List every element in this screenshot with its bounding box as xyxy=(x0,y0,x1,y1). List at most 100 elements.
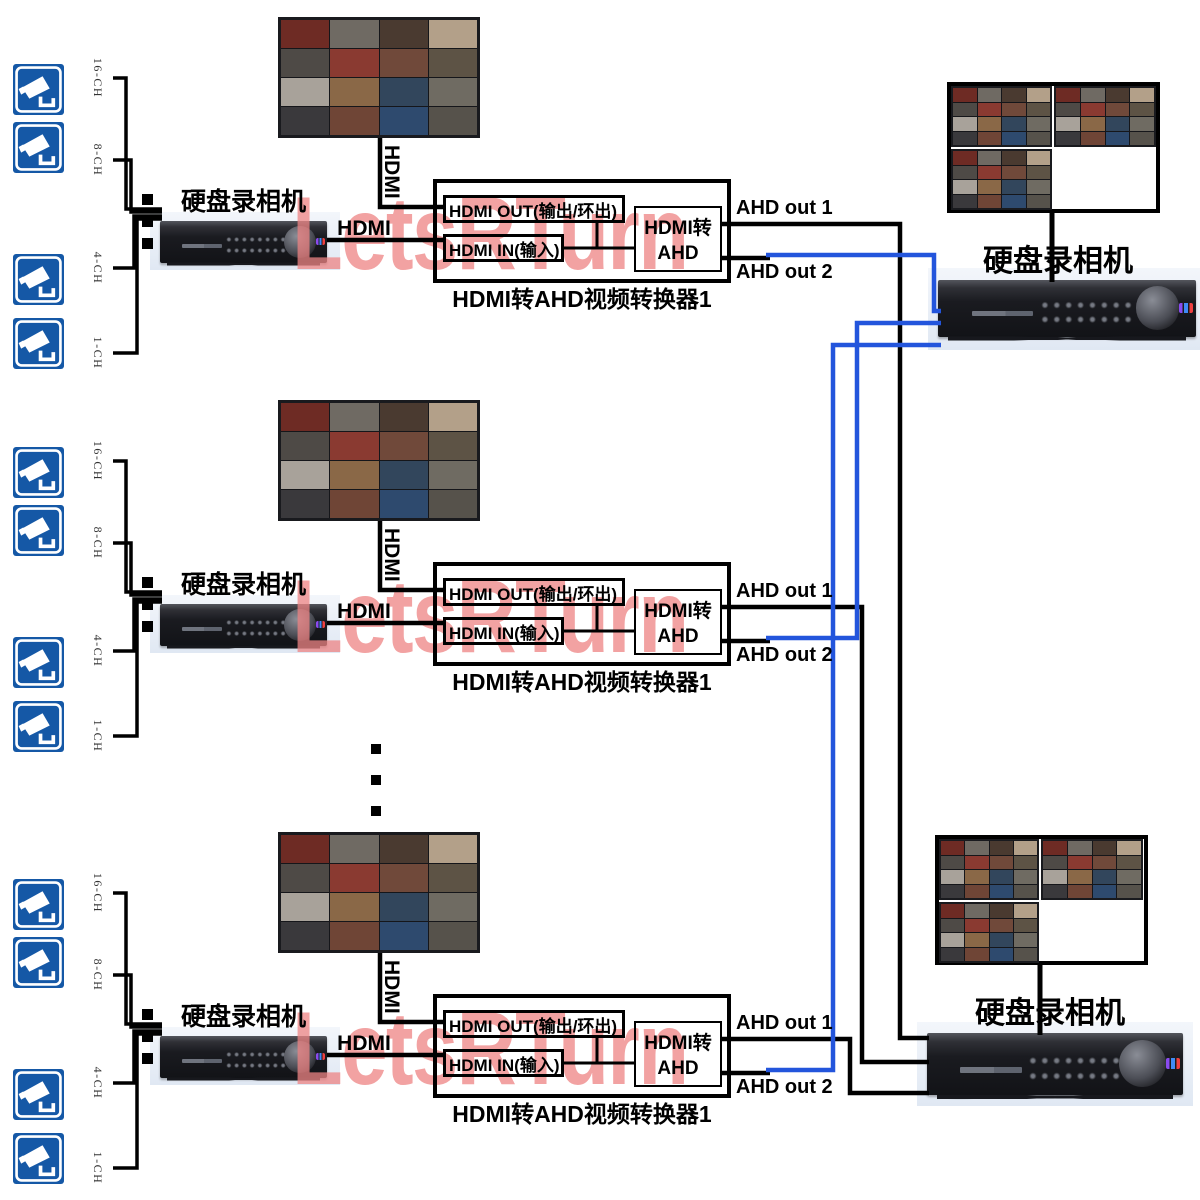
mosaic-cell xyxy=(330,78,379,106)
converter-box xyxy=(433,562,731,666)
mosaic-cell xyxy=(1013,884,1037,898)
mosaic-cell xyxy=(1105,117,1130,131)
bracket-8ch xyxy=(113,973,162,1029)
bracket-1ch xyxy=(113,600,162,738)
mosaic-cell xyxy=(281,864,330,892)
dvr-status-leds xyxy=(316,1052,326,1061)
dvr-jog-dial xyxy=(1119,1039,1167,1087)
mosaic-cell xyxy=(1013,855,1037,869)
mosaic-cell xyxy=(965,947,989,961)
dvr-buttons xyxy=(225,617,287,637)
mosaic-cell xyxy=(281,461,330,489)
ahd-out2-label: AHD out 2 xyxy=(736,261,833,283)
mosaic-cell xyxy=(1013,870,1037,884)
dvr-model-text xyxy=(181,627,222,631)
mosaic-cell xyxy=(977,194,1001,208)
hdmi-label-vertical: HDMI xyxy=(380,145,403,199)
bracket-16ch xyxy=(113,76,162,211)
mosaic-cell xyxy=(1067,870,1092,884)
mosaic-cell xyxy=(1026,117,1050,131)
mosaic-cell xyxy=(941,947,965,961)
mosaic-cell xyxy=(379,490,428,518)
mosaic-cell xyxy=(1043,870,1067,884)
converter-core: HDMI转 AHD xyxy=(634,589,722,655)
dvr-label: 硬盘录相机 xyxy=(180,188,306,216)
mosaic-cell xyxy=(379,922,428,950)
mosaic-cell xyxy=(330,403,379,431)
mosaic-cell xyxy=(1013,904,1037,918)
mosaic-cell xyxy=(330,864,379,892)
ahd-out2-label: AHD out 2 xyxy=(736,644,833,666)
mosaic-cell xyxy=(1002,117,1026,131)
ahd1-route-group2 xyxy=(722,604,929,1065)
wall-screen xyxy=(1054,86,1156,147)
mosaic-cell xyxy=(941,870,965,884)
mosaic-cell xyxy=(281,490,330,518)
mosaic-cell xyxy=(379,432,428,460)
mosaic-cell xyxy=(330,922,379,950)
mosaic-cell xyxy=(1013,918,1037,932)
dvr-model-text xyxy=(181,244,222,248)
mosaic-cell xyxy=(965,918,989,932)
mosaic-cell xyxy=(977,180,1001,194)
mosaic-cell xyxy=(1043,841,1067,855)
mosaic-cell xyxy=(1013,933,1037,947)
group3-wires xyxy=(113,891,634,1170)
channel-label-16ch: 16-CH xyxy=(91,57,105,99)
mosaic-cell xyxy=(965,841,989,855)
mosaic-cell xyxy=(379,893,428,921)
dvr-status-leds xyxy=(1179,302,1194,314)
mosaic-cell xyxy=(330,432,379,460)
mosaic-cell xyxy=(1002,180,1026,194)
mosaic-cell xyxy=(281,107,330,135)
hdmi-label: HDMI xyxy=(337,600,391,623)
mosaic-cell xyxy=(330,49,379,77)
mosaic-cell xyxy=(428,432,477,460)
group2-wires xyxy=(113,459,634,738)
mosaic-cell xyxy=(989,933,1013,947)
split-screen-monitor xyxy=(278,400,480,521)
dvr-device xyxy=(160,604,327,650)
dvr-status-leds xyxy=(1166,1057,1181,1069)
mosaic-cell xyxy=(281,835,330,863)
dvr-buttons xyxy=(1038,298,1135,325)
mosaic-cell xyxy=(953,102,977,116)
converter-core-line1: HDMI转 xyxy=(644,218,712,240)
mosaic-cell xyxy=(965,933,989,947)
hdmi-in-port: HDMI IN(输入) xyxy=(443,617,564,645)
ahd-out1-label: AHD out 1 xyxy=(736,197,833,219)
mosaic-cell xyxy=(330,107,379,135)
mosaic-cell xyxy=(1013,841,1037,855)
mosaic-cell xyxy=(1092,855,1117,869)
channel-label-8ch: 8-CH xyxy=(91,526,105,560)
mosaic-cell xyxy=(1056,117,1080,131)
mosaic-cell xyxy=(953,131,977,145)
mosaic-cell xyxy=(379,49,428,77)
channel-label-8ch: 8-CH xyxy=(91,958,105,992)
channel-label-1ch: 1-CH xyxy=(91,719,105,753)
split-screen-monitor xyxy=(278,832,480,953)
dvr-device-right-bottom xyxy=(927,1033,1183,1101)
dvr-jog-dial xyxy=(284,1040,317,1073)
mosaic-cell xyxy=(428,403,477,431)
hdmi-out-port: HDMI OUT(输出/环出) xyxy=(443,195,625,223)
ellipsis-dots xyxy=(142,1009,153,1064)
converter-title: HDMI转AHD视频转换器1 xyxy=(452,286,712,312)
mosaic-cell xyxy=(941,933,965,947)
mosaic-cell xyxy=(941,884,965,898)
channel-label-1ch: 1-CH xyxy=(91,336,105,370)
converter-box xyxy=(433,179,731,283)
converter-core: HDMI转 AHD xyxy=(634,206,722,272)
mosaic-cell xyxy=(281,49,330,77)
monitor-hdmi-line xyxy=(377,521,446,593)
ahd2-route-group3 xyxy=(766,342,941,1073)
mosaic-cell xyxy=(428,922,477,950)
mosaic-cell xyxy=(941,904,965,918)
mosaic-cell xyxy=(379,20,428,48)
mosaic-cell xyxy=(953,88,977,102)
ellipsis-dots xyxy=(142,577,153,632)
mosaic-cell xyxy=(1080,131,1105,145)
mosaic-cell xyxy=(977,117,1001,131)
dvr-label: 硬盘录相机 xyxy=(180,571,306,599)
